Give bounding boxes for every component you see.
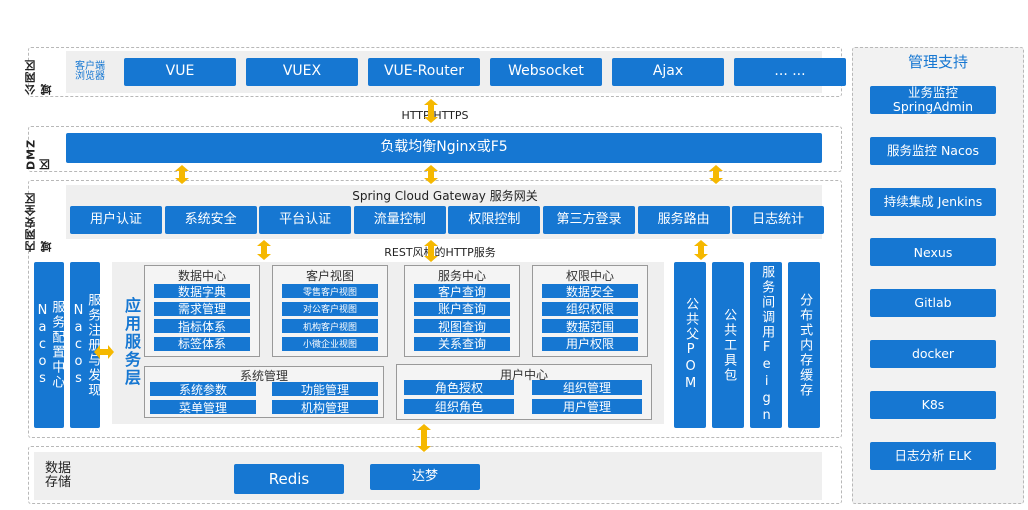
mgmt-item: 日志分析 ELK <box>870 441 996 470</box>
client-tech-item: Websocket <box>490 58 602 86</box>
mgmt-item: Nexus <box>870 238 996 267</box>
service-group-item: 机构客户视图 <box>282 319 378 333</box>
sys-item: 机构管理 <box>272 400 378 415</box>
service-group-item: 组织权限 <box>542 301 638 316</box>
gateway-item: 用户认证 <box>70 206 162 234</box>
mgmt-panel <box>852 47 1024 504</box>
sys-item: 菜单管理 <box>150 400 256 415</box>
gateway-item: 服务路由 <box>637 206 730 234</box>
gateway-item: 日志统计 <box>732 206 825 234</box>
sys-item: 功能管理 <box>272 382 378 397</box>
service-group-item: 小微企业视图 <box>282 336 378 351</box>
public-zone-label: 公网区域 <box>24 59 53 95</box>
sys-item: 系统参数 <box>150 382 256 397</box>
gateway-title: Spring Cloud Gateway 服务网关 <box>352 188 538 203</box>
client-label: 客户端浏览器 <box>75 60 105 82</box>
rest-label: REST风格的HTTP服务 <box>384 246 496 259</box>
uc-item: 用户管理 <box>532 399 642 414</box>
client-tech-item: VUE <box>124 58 236 86</box>
mgmt-item: 持续集成 Jenkins <box>870 187 996 216</box>
service-group-item: 对公客户视图 <box>282 301 378 316</box>
dameng-box: 达梦 <box>370 464 480 490</box>
gateway-item: 权限控制 <box>448 206 541 234</box>
load-balancer: 负载均衡Nginx或F5 <box>66 133 822 163</box>
service-group-item: 标签体系 <box>154 336 250 351</box>
app-layer-label: 应用服务层 <box>122 297 141 387</box>
storage-label: 数据存储 <box>44 461 71 490</box>
gateway-item: 平台认证 <box>259 206 352 234</box>
mgmt-item: 服务监控 Nacos <box>870 136 996 165</box>
storage-zone <box>28 446 842 504</box>
service-group-item: 数据字典 <box>154 284 250 299</box>
mgmt-item: 业务监控 SpringAdmin <box>870 86 996 114</box>
gateway-item: 系统安全 <box>164 206 257 234</box>
inner-zone-label: 内网安全区域 <box>24 192 53 252</box>
client-tech-item: VUEX <box>246 58 358 86</box>
service-group-title: 服务中心 <box>437 269 486 283</box>
service-group-title: 客户视图 <box>305 269 354 283</box>
mgmt-item: docker <box>870 340 996 368</box>
mgmt-title: 管理支持 <box>907 52 968 71</box>
uc-item: 组织角色 <box>404 399 514 414</box>
service-group-item: 数据安全 <box>542 284 638 299</box>
client-tech-item: VUE-Router <box>368 58 480 86</box>
service-group-title: 权限中心 <box>565 269 614 283</box>
service-group-item: 客户查询 <box>414 284 510 299</box>
client-tech-item: ... ... <box>734 58 846 86</box>
mgmt-item: Gitlab <box>870 289 996 318</box>
service-group-item: 关系查询 <box>414 336 510 351</box>
service-group-item: 用户权限 <box>542 336 638 351</box>
dmz-zone-label: DMZ区 <box>24 138 52 170</box>
service-group-item: 零售客户视图 <box>282 284 378 298</box>
service-group-item: 指标体系 <box>154 319 250 334</box>
service-group-item: 需求管理 <box>154 301 250 316</box>
uc-item: 组织管理 <box>532 380 642 395</box>
common-parent-pom: 公共父POM <box>674 262 706 428</box>
service-group-item: 视图查询 <box>414 319 510 334</box>
gateway-item: 流量控制 <box>353 206 446 234</box>
mgmt-item: K8s <box>870 390 996 419</box>
service-group-item: 数据范围 <box>542 319 638 334</box>
client-tech-item: Ajax <box>612 58 724 86</box>
http-label: HTTP/HTTPS <box>401 108 469 122</box>
redis-box: Redis <box>234 464 344 494</box>
system-mgmt-title: 系统管理 <box>239 369 288 383</box>
uc-item: 角色授权 <box>404 380 514 395</box>
config-center-nacos: 服务配置中心Nacos <box>34 262 64 428</box>
service-group-item: 账户查询 <box>414 301 510 316</box>
service-group-title: 数据中心 <box>177 269 226 283</box>
user-center-title: 用户中心 <box>499 368 548 382</box>
common-tools: 公共工具包 <box>712 262 744 428</box>
feign-calls: 服务间调用Feign <box>750 262 782 428</box>
gateway-item: 第三方登录 <box>543 206 635 234</box>
distributed-cache: 分布式内存缓存 <box>788 262 820 428</box>
registry-nacos: 服务注册与发现Nacos <box>70 262 100 428</box>
